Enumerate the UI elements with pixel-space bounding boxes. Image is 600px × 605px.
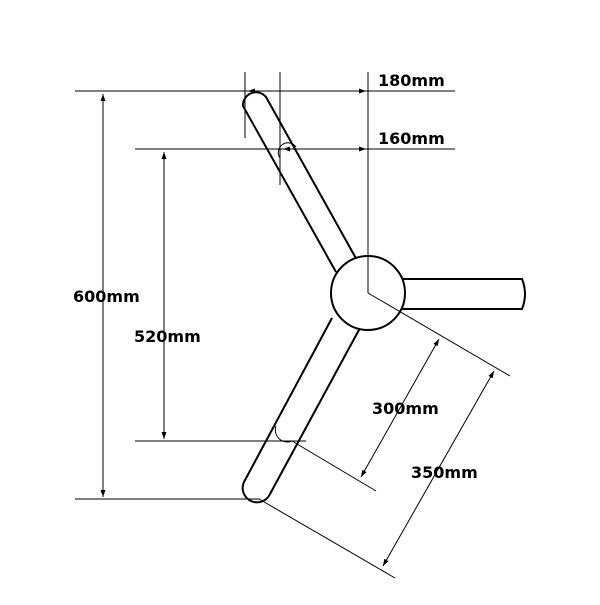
upper-arm-offset-line <box>277 142 297 185</box>
label-520mm: 520mm <box>134 327 201 346</box>
label-180mm: 180mm <box>378 71 445 90</box>
dimension-lines <box>100 88 495 567</box>
label-160mm: 160mm <box>378 129 445 148</box>
label-300mm: 300mm <box>372 399 439 418</box>
label-600mm: 600mm <box>73 287 140 306</box>
right-arm <box>395 278 526 310</box>
dim-line-350 <box>382 370 495 567</box>
lower-arm <box>241 317 361 504</box>
handwheel-structure <box>241 91 526 504</box>
ext-line-300-end <box>291 440 377 492</box>
label-350mm: 350mm <box>411 463 478 482</box>
dimension-labels: 180mm 160mm 600mm 520mm 300mm 350mm <box>73 71 478 482</box>
ext-line-center-diagonal <box>367 292 511 377</box>
upper-arm <box>241 91 359 273</box>
ext-line-350-end <box>258 498 396 579</box>
